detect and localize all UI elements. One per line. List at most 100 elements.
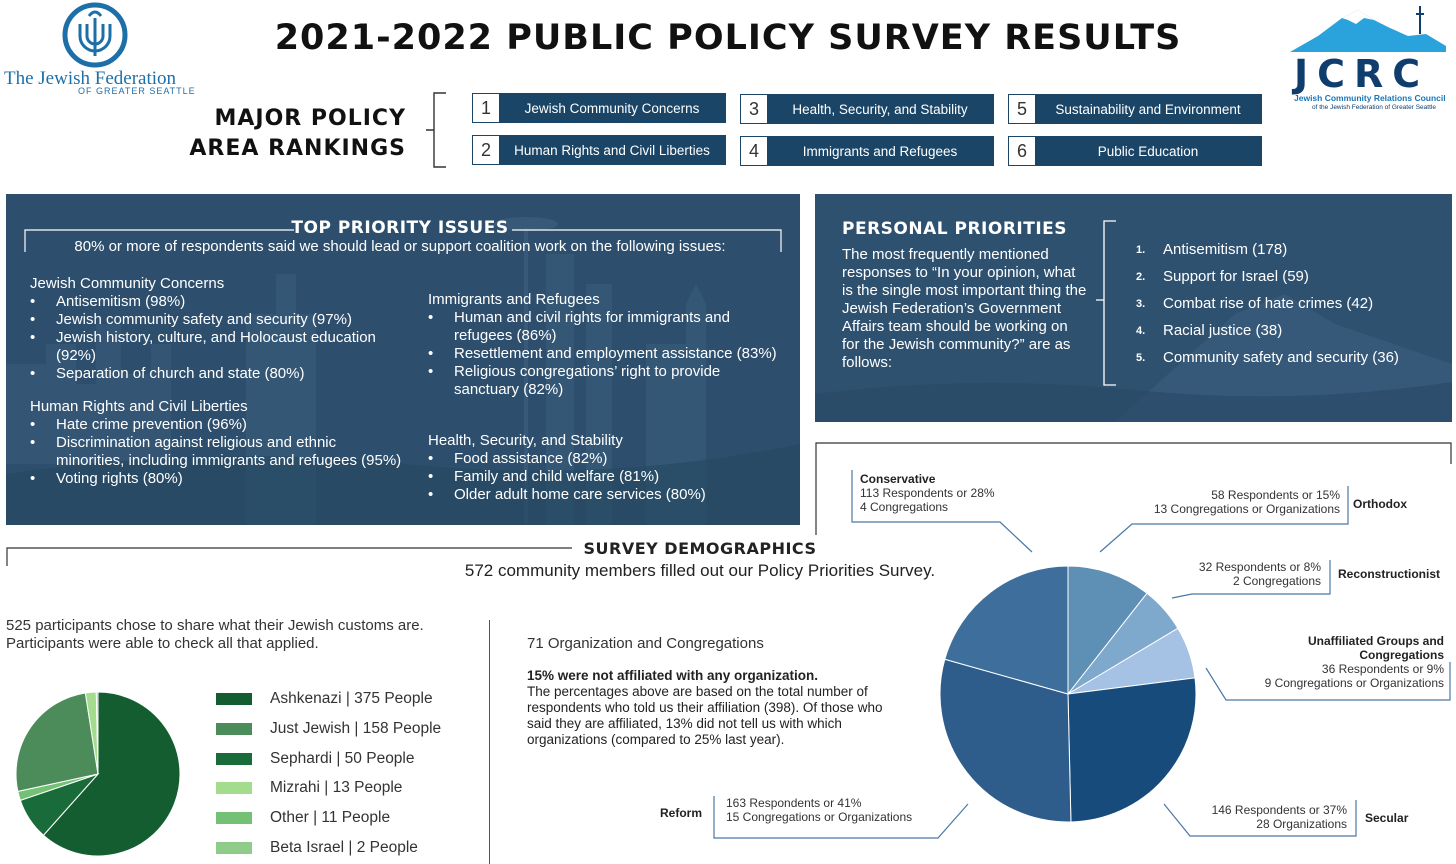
priority-item: Resettlement and employment assistance (…: [428, 345, 778, 363]
rankings-bracket: [426, 92, 446, 168]
priority-item: Food assistance (82%): [428, 450, 778, 468]
priority-item: Discrimination against religious and eth…: [30, 434, 405, 470]
personal-priorities-panel: [815, 194, 1452, 422]
ranking-number: 1: [473, 94, 499, 122]
callout-orthodox: 58 Respondents or 15% 13 Congregations o…: [1100, 488, 1340, 516]
priority-group-title: Immigrants and Refugees: [428, 291, 600, 308]
ranking-label: Immigrants and Refugees: [767, 137, 993, 165]
ranking-item-1: 1 Jewish Community Concerns: [472, 93, 726, 123]
callout-conservative: Conservative 113 Respondents or 28% 4 Co…: [860, 472, 995, 514]
personal-priority-label: Community safety and security (36): [1163, 349, 1399, 366]
pie-slice-just-jewish: [15, 692, 99, 793]
personal-priority-item: 4.Racial justice (38): [1136, 317, 1399, 344]
jcrc-logo: JCRC Jewish Community Relations Council …: [1290, 6, 1450, 112]
top-priority-subheading: 80% or more of respondents said we shoul…: [74, 238, 726, 255]
demographics-subheading: 572 community members filled out our Pol…: [464, 561, 936, 580]
callout-orthodox-name: Orthodox: [1353, 497, 1407, 511]
priority-item: Jewish history, culture, and Holocaust e…: [30, 329, 400, 365]
priority-item: Antisemitism (98%): [30, 293, 400, 311]
jcrc-fullname: Jewish Community Relations Council: [1294, 93, 1446, 103]
legend-swatch: [216, 782, 252, 795]
ranking-label: Jewish Community Concerns: [499, 94, 725, 122]
ranking-number: 4: [741, 137, 767, 165]
personal-priorities-list: 1.Antisemitism (178) 2. Support for Israe…: [1136, 236, 1399, 371]
personal-priority-item: 1.Antisemitism (178): [1136, 236, 1399, 263]
ranking-number: 2: [473, 136, 499, 164]
callout-secular-name: Secular: [1365, 811, 1409, 825]
callout-congregations: 13 Congregations or Organizations: [1153, 502, 1340, 516]
callout-reform-name: Reform: [660, 806, 703, 820]
legend-swatch: [216, 812, 252, 825]
rankings-heading-line1: MAJOR POLICY: [214, 106, 406, 131]
callout-respondents: 36 Respondents or 9%: [1321, 662, 1444, 676]
personal-priority-item: 2. Support for Israel (59): [1136, 263, 1399, 290]
demographics-heading: SURVEY DEMOGRAPHICS: [583, 539, 817, 558]
personal-priorities-heading: PERSONAL PRIORITIES: [842, 219, 1068, 239]
pie-slice-secular: [1067, 677, 1197, 823]
jcrc-subname: of the Jewish Federation of Greater Seat…: [1312, 104, 1436, 111]
personal-priority-label: Support for Israel (59): [1163, 268, 1309, 285]
callout-name: Conservative: [860, 472, 936, 486]
callout-respondents: 32 Respondents or 8%: [1198, 560, 1321, 574]
rankings-heading: MAJOR POLICY AREA RANKINGS: [150, 104, 406, 164]
personal-priority-number: 2.: [1136, 270, 1146, 283]
legend-label: Other | 11 People: [270, 809, 391, 827]
ranking-number: 6: [1009, 137, 1035, 165]
callout-reconstructionist: 32 Respondents or 8% 2 Congregations: [1120, 560, 1321, 588]
legend-label: Sephardi | 50 People: [270, 749, 415, 767]
org-title: 71 Organization and Congregations: [527, 635, 764, 652]
callout-congregations: 28 Organizations: [1256, 817, 1347, 831]
priority-group-title: Health, Security, and Stability: [428, 432, 623, 449]
personal-priorities-bracket: [1096, 220, 1116, 386]
callout-respondents: 113 Respondents or 28%: [860, 486, 995, 500]
ranking-number: 5: [1009, 95, 1035, 123]
personal-priority-number: 3.: [1136, 297, 1146, 310]
priority-item: Jewish community safety and security (97…: [30, 311, 400, 329]
priority-item: Family and child welfare (81%): [428, 468, 778, 486]
org-unaffiliated-stat: 15% were not affiliated with any organiz…: [527, 668, 819, 683]
priority-group-immigrants: Immigrants and Refugees Human and civil …: [428, 291, 778, 399]
callout-congregations: 4 Congregations: [860, 500, 949, 514]
legend-swatch: [216, 752, 252, 765]
ranking-number: 3: [741, 95, 767, 123]
legend-item: Ashkenazi | 375 People: [216, 690, 433, 708]
ranking-label: Health, Security, and Stability: [767, 95, 993, 123]
priority-group-human-rights: Human Rights and Civil Liberties Hate cr…: [30, 398, 405, 488]
ranking-item-3: 3 Health, Security, and Stability: [740, 94, 994, 124]
section-divider: [489, 620, 490, 864]
ranking-label: Public Education: [1035, 137, 1261, 165]
priority-item: Hate crime prevention (96%): [30, 416, 405, 434]
federation-name: The Jewish Federation: [4, 68, 177, 89]
callout-unaffiliated: Unaffiliated Groups and Congregations 36…: [1220, 634, 1444, 690]
org-notes: 15% were not affiliated with any organiz…: [527, 668, 897, 748]
personal-priority-number: 1.: [1136, 243, 1146, 256]
mountain-logo-icon: [1290, 6, 1446, 52]
pie-slice-reform: [939, 658, 1072, 823]
jcrc-wordmark: JCRC: [1294, 52, 1430, 96]
pie-slice-ashkenazi: [42, 691, 181, 857]
legend-label: Ashkenazi | 375 People: [270, 690, 433, 707]
ranking-item-2: 2 Human Rights and Civil Liberties: [472, 135, 726, 165]
callout-congregations: 2 Congregations: [1232, 574, 1321, 588]
mountain-background: [815, 194, 1452, 422]
callout-congregations: 9 Congregations or Organizations: [1264, 676, 1444, 690]
pie-slice-conservative: [944, 565, 1069, 695]
legend-swatch: [216, 693, 252, 705]
legend-label: Mizrahi | 13 People: [270, 779, 403, 797]
priority-item: Voting rights (80%): [30, 470, 405, 488]
callout-respondents: 146 Respondents or 37%: [1211, 803, 1347, 817]
pie-slice-orthodox: [1067, 565, 1148, 696]
customs-description: 525 participants chose to share what the…: [6, 617, 424, 652]
priority-item: Religious congregations’ right to provid…: [428, 363, 778, 399]
federation-logo: The Jewish Federation OF GREATER SEATTLE: [4, 2, 196, 96]
ranking-label: Human Rights and Civil Liberties: [499, 136, 725, 164]
priority-group-title: Human Rights and Civil Liberties: [30, 398, 248, 415]
priority-item: Separation of church and state (80%): [30, 365, 400, 383]
demographics-frame: [6, 442, 1452, 566]
priority-item: Human and civil rights for immigrants an…: [428, 309, 778, 345]
personal-priority-item: 3.Combat rise of hate crimes (42): [1136, 290, 1399, 317]
federation-subname: OF GREATER SEATTLE: [78, 86, 196, 96]
legend-item: Sephardi | 50 People: [216, 750, 415, 768]
ranking-label: Sustainability and Environment: [1035, 95, 1261, 123]
legend-label: Just Jewish | 158 People: [270, 719, 442, 737]
